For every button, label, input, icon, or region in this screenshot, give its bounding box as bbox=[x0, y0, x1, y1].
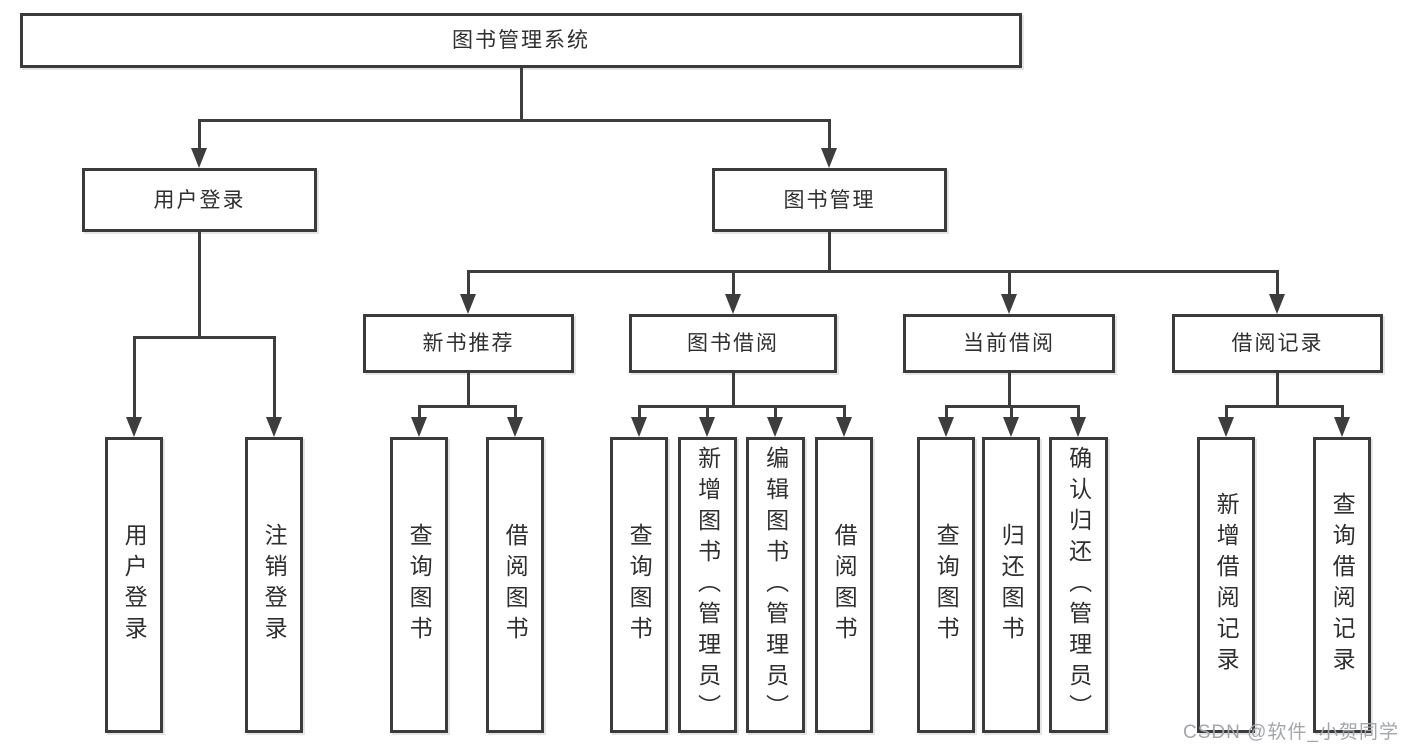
node-new-book-recommendation: 新书推荐 bbox=[363, 314, 574, 373]
arrow-down-icon bbox=[1334, 417, 1350, 437]
leaf-label: 编辑图书（管理员） bbox=[762, 445, 789, 725]
leaf-borrow-books-borrowing: 借阅图书 bbox=[815, 437, 873, 733]
arrow-down-icon bbox=[836, 417, 852, 437]
leaf-confirm-return-admin: 确认归还（管理员） bbox=[1049, 437, 1108, 733]
connector-line bbox=[1276, 270, 1279, 296]
node-borrowing-records: 借阅记录 bbox=[1172, 314, 1383, 373]
arrow-down-icon bbox=[191, 148, 207, 168]
connector-line bbox=[1225, 405, 1228, 419]
leaf-label: 新增借阅记录 bbox=[1213, 492, 1240, 678]
arrow-down-icon bbox=[507, 417, 523, 437]
leaf-label: 用户登录 bbox=[121, 523, 148, 647]
node-book-management: 图书管理 bbox=[712, 168, 947, 232]
connector-line bbox=[732, 373, 735, 408]
leaf-label: 确认归还（管理员） bbox=[1065, 445, 1092, 725]
arrow-down-icon bbox=[1001, 294, 1017, 314]
leaf-label: 新增图书（管理员） bbox=[694, 445, 721, 725]
connector-line bbox=[198, 119, 201, 150]
node-label: 图书管理系统 bbox=[452, 29, 590, 52]
leaf-add-books-admin: 新增图书（管理员） bbox=[678, 437, 737, 733]
arrow-down-icon bbox=[699, 417, 715, 437]
arrow-down-icon bbox=[126, 417, 142, 437]
connector-line bbox=[273, 336, 276, 419]
connector-line bbox=[198, 119, 830, 122]
arrow-down-icon bbox=[767, 417, 783, 437]
leaf-query-books-borrowing: 查询图书 bbox=[610, 437, 668, 733]
leaf-edit-books-admin: 编辑图书（管理员） bbox=[746, 437, 805, 733]
leaf-query-books-current: 查询图书 bbox=[917, 437, 975, 733]
connector-line bbox=[1225, 405, 1344, 408]
leaf-logout: 注销登录 bbox=[245, 437, 303, 733]
arrow-down-icon bbox=[1269, 294, 1285, 314]
leaf-borrow-books-recommend: 借阅图书 bbox=[486, 437, 544, 733]
connector-line bbox=[418, 405, 421, 419]
leaf-label: 注销登录 bbox=[261, 523, 288, 647]
leaf-return-books: 归还图书 bbox=[982, 437, 1040, 733]
node-label: 用户登录 bbox=[153, 188, 246, 212]
node-book-borrowing: 图书借阅 bbox=[629, 314, 837, 373]
connector-line bbox=[467, 270, 470, 296]
leaf-label: 归还图书 bbox=[998, 523, 1025, 647]
connector-line bbox=[467, 373, 470, 408]
leaf-add-borrow-record: 新增借阅记录 bbox=[1197, 437, 1255, 733]
leaf-label: 查询图书 bbox=[933, 523, 960, 647]
connector-line bbox=[418, 405, 516, 408]
connector-line bbox=[520, 68, 523, 121]
node-label: 当前借阅 bbox=[963, 332, 1055, 355]
leaf-query-books-recommend: 查询图书 bbox=[390, 437, 448, 733]
leaf-label: 借阅图书 bbox=[831, 523, 858, 647]
connector-line bbox=[1008, 373, 1011, 408]
node-label: 图书管理 bbox=[783, 188, 876, 212]
connector-line bbox=[638, 405, 846, 408]
connector-line bbox=[843, 405, 846, 419]
leaf-label: 查询借阅记录 bbox=[1329, 492, 1356, 678]
arrow-down-icon bbox=[411, 417, 427, 437]
connector-line bbox=[1276, 373, 1279, 408]
node-label: 借阅记录 bbox=[1231, 332, 1324, 355]
connector-line bbox=[1008, 270, 1011, 296]
watermark: CSDN @软件_小贺同学 bbox=[1183, 722, 1399, 743]
connector-line bbox=[732, 270, 735, 296]
node-label: 图书借阅 bbox=[687, 332, 779, 355]
leaf-label: 查询图书 bbox=[626, 523, 653, 647]
connector-line bbox=[133, 336, 275, 339]
connector-line bbox=[1010, 405, 1013, 419]
arrow-down-icon bbox=[938, 417, 954, 437]
leaf-user-login: 用户登录 bbox=[105, 437, 163, 733]
arrow-down-icon bbox=[1070, 417, 1086, 437]
arrow-down-icon bbox=[725, 294, 741, 314]
connector-line bbox=[198, 232, 201, 339]
connector-line bbox=[1077, 405, 1080, 419]
leaf-label: 借阅图书 bbox=[502, 523, 529, 647]
connector-line bbox=[1341, 405, 1344, 419]
arrow-down-icon bbox=[1218, 417, 1234, 437]
connector-line bbox=[467, 270, 1279, 273]
connector-line bbox=[638, 405, 641, 419]
node-user-login: 用户登录 bbox=[82, 168, 317, 232]
connector-line bbox=[945, 405, 948, 419]
connector-line bbox=[774, 405, 777, 419]
connector-line bbox=[706, 405, 709, 419]
connector-line bbox=[514, 405, 517, 419]
node-library-management-system: 图书管理系统 bbox=[20, 13, 1022, 68]
node-current-borrowing: 当前借阅 bbox=[903, 314, 1115, 373]
connector-line bbox=[828, 119, 831, 150]
arrow-down-icon bbox=[266, 417, 282, 437]
connector-line bbox=[133, 336, 136, 419]
arrow-down-icon bbox=[460, 294, 476, 314]
arrow-down-icon bbox=[1003, 417, 1019, 437]
arrow-down-icon bbox=[631, 417, 647, 437]
leaf-query-borrow-record: 查询借阅记录 bbox=[1313, 437, 1371, 733]
leaf-label: 查询图书 bbox=[406, 523, 433, 647]
node-label: 新书推荐 bbox=[422, 332, 515, 355]
connector-line bbox=[828, 232, 831, 273]
arrow-down-icon bbox=[821, 148, 837, 168]
